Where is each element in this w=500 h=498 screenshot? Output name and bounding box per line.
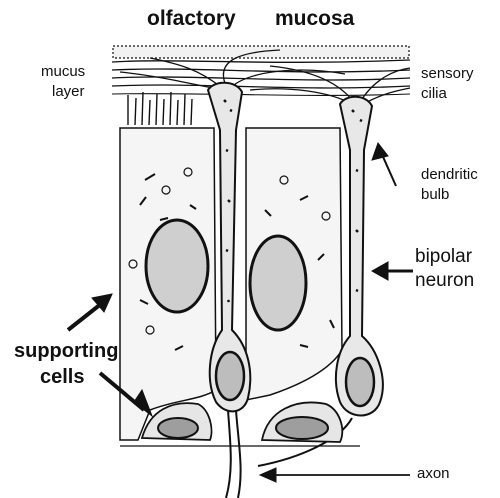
microvilli (127, 91, 193, 126)
label-arrows (66, 141, 413, 483)
supporting-cell-nucleus (144, 218, 210, 314)
label-cells: cells (40, 366, 85, 388)
label-bulb: bulb (421, 186, 450, 203)
label-cilia: cilia (421, 85, 447, 102)
title-mucosa: mucosa (275, 7, 355, 30)
bipolar-neuron-right (257, 95, 384, 467)
supporting-cell-nucleus-right (248, 234, 308, 332)
label-supporting: supporting (14, 340, 119, 362)
label-neuron: neuron (415, 270, 475, 291)
label-layer: layer (52, 83, 85, 100)
neuron-nucleus-right (344, 356, 376, 408)
title-olfactory: olfactory (147, 7, 236, 30)
mucus-layer (111, 45, 411, 96)
basal-cells (120, 401, 360, 447)
supporting-cell-left (119, 127, 217, 441)
neuron-nucleus (214, 350, 246, 402)
supporting-cell-right (245, 127, 343, 401)
label-bipolar: bipolar (415, 246, 473, 267)
bipolar-neuron-middle (206, 81, 252, 498)
label-dendritic: dendritic (421, 166, 478, 183)
label-sensory: sensory (421, 65, 474, 82)
label-axon: axon (417, 465, 450, 482)
label-mucus: mucus (41, 63, 86, 80)
